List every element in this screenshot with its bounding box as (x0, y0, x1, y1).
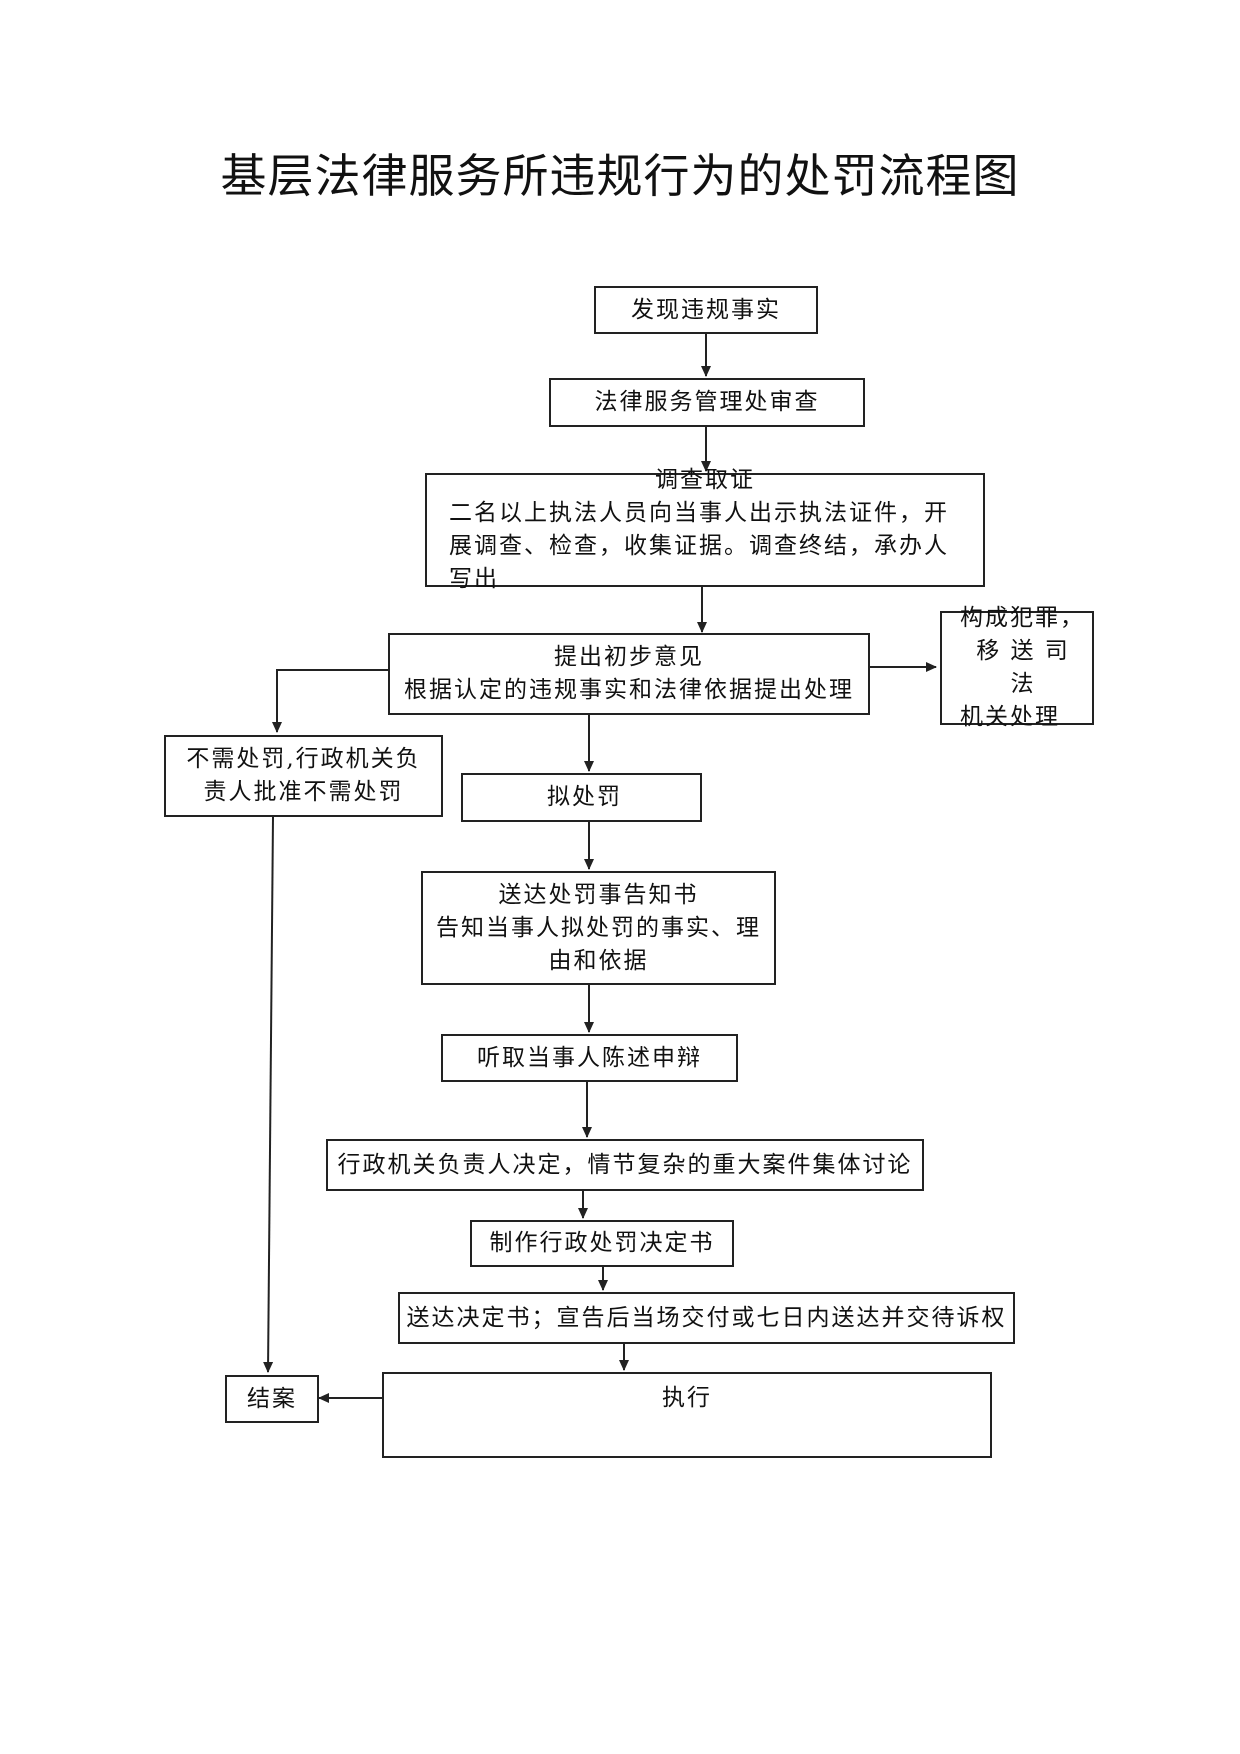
node-notice-label: 送达处罚事告知书 (498, 881, 699, 908)
node-notice-line3: 由和依据 (548, 947, 649, 974)
node-close: 结案 (225, 1375, 319, 1423)
node-no-penalty-line1: 不需处罚,行政机关负 (186, 746, 421, 772)
node-propose-label: 拟处罚 (547, 784, 622, 810)
node-preliminary-detail: 根据认定的违规事实和法律依据提出处理 (404, 677, 854, 703)
node-decision: 行政机关负责人决定，情节复杂的重大案件集体讨论 (326, 1139, 924, 1191)
node-preliminary-label: 提出初步意见 (554, 644, 704, 670)
node-criminal: 构成犯罪， 移 送 司 法 机关处理 (940, 605, 1094, 730)
node-discover-label: 发现违规事实 (631, 296, 781, 323)
node-close-label: 结案 (247, 1385, 297, 1412)
node-execute-label: 执行 (662, 1385, 712, 1411)
node-investigate-detail: 二名以上执法人员向当事人出示执法证件，开展调查、检查，收集证据。调查终结，承办人… (449, 500, 949, 592)
node-preliminary: 提出初步意见 根据认定的违规事实和法律依据提出处理 (388, 633, 870, 715)
node-criminal-line1: 构成犯罪， (960, 605, 1085, 631)
arrow-no-penalty-to-close (263, 816, 274, 1373)
node-investigate: 调查取证 二名以上执法人员向当事人出示执法证件，开展调查、检查，收集证据。调查终… (425, 467, 985, 592)
node-review: 法律服务管理处审查 (549, 378, 865, 427)
node-hearing: 听取当事人陈述申辩 (441, 1034, 738, 1082)
node-serve: 送达决定书；宣告后当场交付或七日内送达并交待诉权 (398, 1292, 1015, 1344)
node-criminal-line2: 移 送 司 法 (976, 638, 1070, 697)
node-review-label: 法律服务管理处审查 (594, 389, 820, 415)
node-propose: 拟处罚 (461, 773, 702, 822)
node-no-penalty: 不需处罚,行政机关负 责人批准不需处罚 (164, 735, 443, 817)
arrow-preliminary-to-no-penalty (272, 669, 388, 733)
node-investigate-label: 调查取证 (655, 467, 755, 493)
node-execute: 执行 (382, 1372, 992, 1458)
node-hearing-label: 听取当事人陈述申辩 (477, 1044, 702, 1071)
node-make-decision-label: 制作行政处罚决定书 (489, 1230, 715, 1256)
page-title: 基层法律服务所违规行为的处罚流程图 (220, 149, 1020, 203)
node-discover: 发现违规事实 (594, 286, 818, 334)
node-serve-label: 送达决定书；宣告后当场交付或七日内送达并交待诉权 (406, 1304, 1007, 1331)
node-make-decision: 制作行政处罚决定书 (470, 1220, 734, 1267)
node-notice-line2: 告知当事人拟处罚的事实、理 (436, 914, 761, 941)
node-notice: 送达处罚事告知书 告知当事人拟处罚的事实、理 由和依据 (421, 871, 776, 985)
node-criminal-line3: 机关处理 (960, 704, 1060, 730)
node-decision-label: 行政机关负责人决定，情节复杂的重大案件集体讨论 (337, 1151, 913, 1178)
node-no-penalty-line2: 责人批准不需处罚 (203, 779, 404, 805)
